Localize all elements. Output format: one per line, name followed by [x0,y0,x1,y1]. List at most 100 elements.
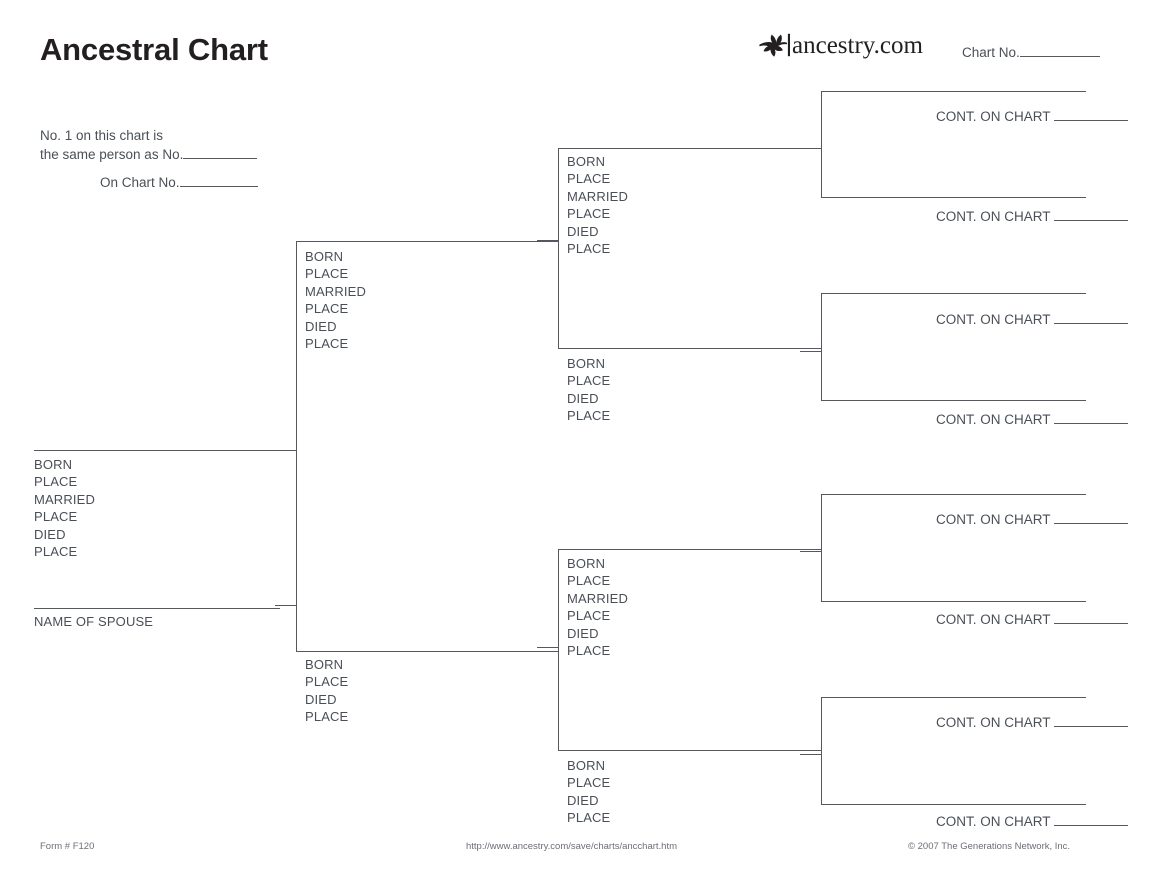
gen2-mother-field-died: DIED [305,691,337,707]
gen4-slot6-cont-field[interactable]: CONT. ON CHART [936,612,1129,627]
gen4-slot3-cont-field[interactable]: CONT. ON CHART [936,312,1129,327]
gen4-slot3-cont-label: CONT. ON CHART [936,312,1051,327]
gen4-slot8-name-line[interactable] [821,804,1086,805]
footer-url[interactable]: http://www.ancestry.com/save/charts/ancc… [466,841,678,852]
gen2-mother-field-born: BORN [305,657,344,672]
gen4-slot8-cont-label: CONT. ON CHART [936,814,1051,829]
gen3-pgm-fields: BORN PLACE DIED PLACE [567,355,610,425]
chart-no-blank[interactable] [1019,56,1100,57]
page-title: Ancestral Chart [40,32,268,67]
gen3-pgm-field-place1: PLACE [567,373,611,389]
person1-spouse-line[interactable] [34,608,280,609]
gen3-pgf-field-died: DIED [567,223,599,239]
gen4-slot2-cont-label: CONT. ON CHART [936,209,1051,224]
footer-copyright: © 2007 The Generations Network, Inc. [908,841,1071,852]
on-chart-no-field: On Chart No. [100,175,258,190]
gen3-pgf-fields: BORN PLACE MARRIED PLACE DIED PLACE [567,153,628,257]
gen4-slot1-name-line[interactable] [821,91,1086,92]
gen3-pgm-field-born: BORN [567,356,606,371]
crossref-line-1: No. 1 on this chart is [40,128,164,143]
connector-gen2-mother-to-gen3 [537,647,559,648]
gen3-mgm-field-place1: PLACE [567,775,611,791]
gen4-slot2-cont-blank[interactable] [1054,220,1129,221]
person1-field-place1: PLACE [34,474,78,490]
gen3-pgf-field-born: BORN [567,154,606,169]
gen3-pgf-field-place1: PLACE [567,171,611,187]
gen2-father-field-place3: PLACE [305,336,349,352]
connector-gen3-mgm-to-gen4 [800,754,822,755]
gen3-pgf-name-line[interactable] [558,148,821,149]
gen4-bracket-3-spine [821,494,822,601]
gen3-lower-bracket-spine [558,549,559,750]
gen4-slot6-cont-blank[interactable] [1054,623,1129,624]
gen4-slot7-cont-blank[interactable] [1054,726,1129,727]
person1-name-line[interactable] [34,450,296,451]
gen3-mgm-field-died: DIED [567,792,599,808]
connector-person1-to-gen2 [275,605,297,606]
gen2-father-field-place2: PLACE [305,301,349,317]
gen4-slot8-cont-field[interactable]: CONT. ON CHART [936,814,1129,829]
gen3-mgf-field-place3: PLACE [567,643,611,659]
person1-field-married: MARRIED [34,491,95,507]
gen2-mother-field-place2: PLACE [305,709,349,725]
gen3-pgm-name-line[interactable] [558,348,821,349]
chart-no-field[interactable]: Chart No. [962,45,1100,60]
gen3-mgf-field-place2: PLACE [567,608,611,624]
gen4-slot5-cont-field[interactable]: CONT. ON CHART [936,512,1129,527]
gen3-pgf-field-place3: PLACE [567,241,611,257]
gen2-father-name-line[interactable] [296,241,558,242]
gen4-bracket-1-spine [821,91,822,197]
crossref-line-2-label: the same person as No. [40,147,184,162]
gen2-mother-name-line[interactable] [296,651,558,652]
gen3-upper-bracket-spine [558,148,559,348]
gen4-slot1-cont-blank[interactable] [1054,120,1129,121]
gen4-slot7-name-line[interactable] [821,697,1086,698]
same-person-no-blank[interactable] [183,158,258,159]
gen4-slot4-cont-label: CONT. ON CHART [936,412,1051,427]
gen3-mgf-field-married: MARRIED [567,590,628,606]
connector-gen3-pgm-to-gen4 [800,351,822,352]
person1-field-place3: PLACE [34,544,78,560]
gen3-mgm-field-born: BORN [567,758,606,773]
gen4-slot8-cont-blank[interactable] [1054,825,1129,826]
gen4-slot6-cont-label: CONT. ON CHART [936,612,1051,627]
crossref-block: No. 1 on this chart is the same person a… [40,126,258,164]
gen2-bracket-spine [296,241,297,651]
person1-field-born: BORN [34,457,73,472]
gen4-slot6-name-line[interactable] [821,601,1086,602]
gen4-slot2-name-line[interactable] [821,197,1086,198]
gen4-slot5-name-line[interactable] [821,494,1086,495]
gen3-mgf-field-place1: PLACE [567,573,611,589]
connector-gen2-father-to-gen3 [537,240,559,241]
footer-form-number: Form # F120 [40,841,95,852]
on-chart-no-label: On Chart No. [100,175,180,190]
gen3-mgf-fields: BORN PLACE MARRIED PLACE DIED PLACE [567,555,628,659]
gen4-slot1-cont-label: CONT. ON CHART [936,109,1051,124]
gen3-pgm-field-died: DIED [567,390,599,406]
gen4-slot4-cont-field[interactable]: CONT. ON CHART [936,412,1129,427]
on-chart-no-blank[interactable] [179,186,258,187]
person1-fields: BORN PLACE MARRIED PLACE DIED PLACE [34,456,95,560]
leaf-flourish-icon [759,33,790,57]
gen4-slot7-cont-field[interactable]: CONT. ON CHART [936,715,1129,730]
gen4-slot7-cont-label: CONT. ON CHART [936,715,1051,730]
gen4-slot2-cont-field[interactable]: CONT. ON CHART [936,209,1129,224]
gen2-father-field-born: BORN [305,249,344,264]
person1-field-died: DIED [34,526,66,542]
gen2-mother-fields: BORN PLACE DIED PLACE [305,656,348,726]
gen4-slot1-cont-field[interactable]: CONT. ON CHART [936,109,1129,124]
gen3-mgf-name-line[interactable] [558,549,821,550]
gen4-slot3-cont-blank[interactable] [1054,323,1129,324]
connector-gen3-mgf-to-gen4 [800,551,822,552]
gen4-slot3-name-line[interactable] [821,293,1086,294]
gen4-slot5-cont-blank[interactable] [1054,523,1129,524]
gen4-slot4-cont-blank[interactable] [1054,423,1129,424]
gen3-pgf-field-married: MARRIED [567,188,628,204]
gen3-mgm-name-line[interactable] [558,750,821,751]
person1-field-place2: PLACE [34,509,78,525]
gen2-mother-field-place1: PLACE [305,674,349,690]
gen2-father-field-married: MARRIED [305,283,366,299]
gen4-slot4-name-line[interactable] [821,400,1086,401]
gen3-mgf-field-died: DIED [567,625,599,641]
gen3-mgm-field-place2: PLACE [567,810,611,826]
